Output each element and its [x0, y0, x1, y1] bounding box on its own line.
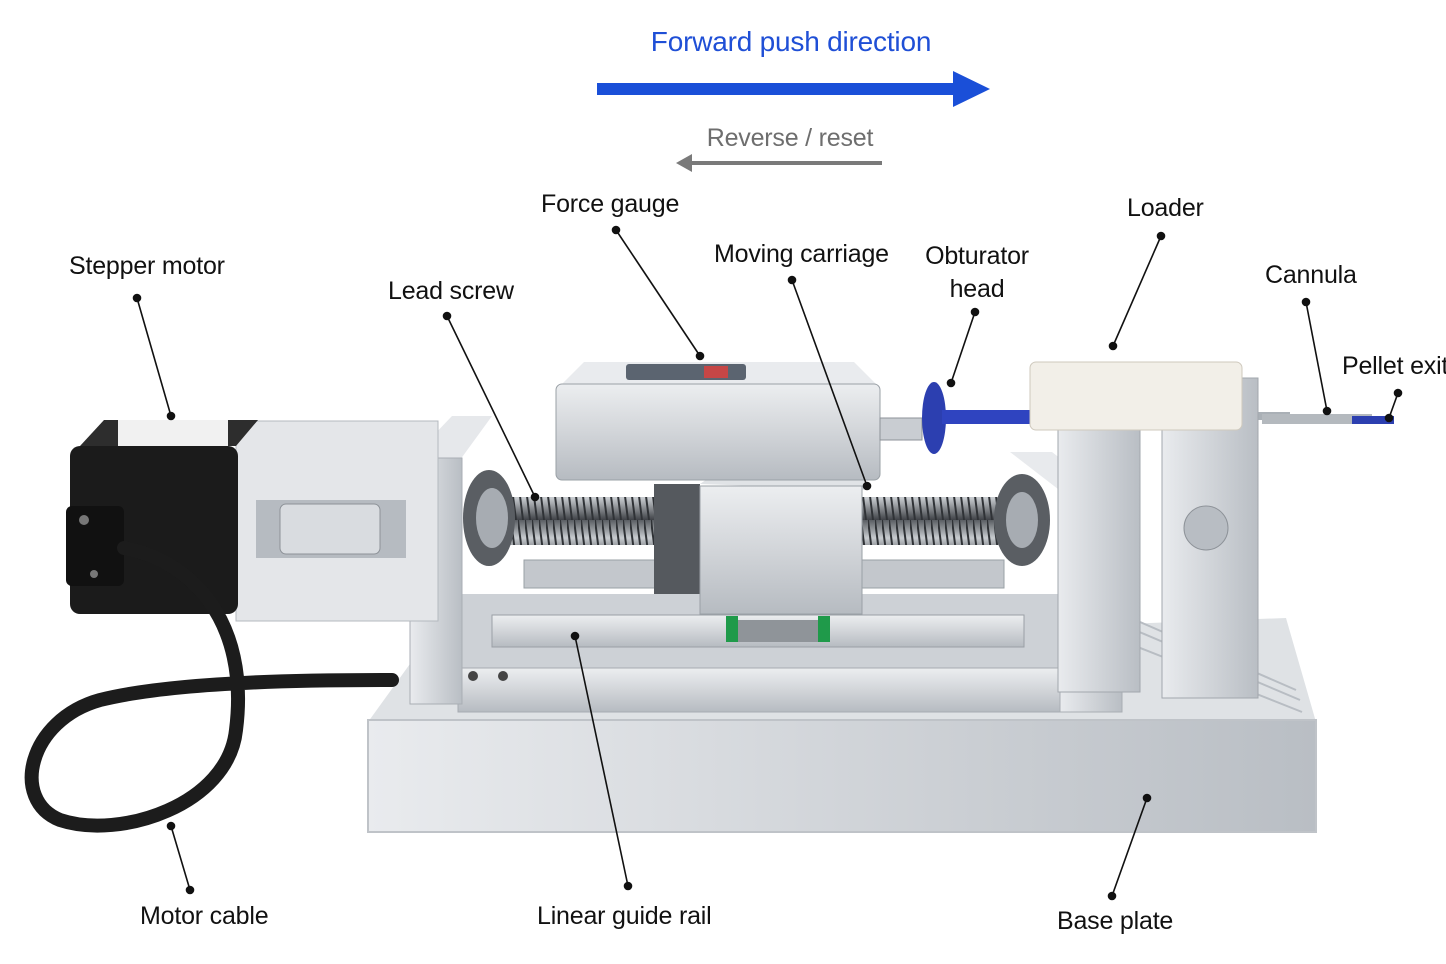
- leader-stepper-motor: [136, 297, 172, 417]
- label-force-gauge: Force gauge: [541, 190, 680, 218]
- leader-loader: [1112, 235, 1162, 347]
- leader-end-base-plate: [1107, 891, 1117, 901]
- leader-dot-cannula: [1301, 297, 1311, 307]
- leader-end-loader: [1108, 341, 1118, 351]
- leader-lead-screw: [446, 315, 536, 498]
- label-moving-carriage: Moving carriage: [714, 240, 889, 268]
- label-loader: Loader: [1127, 194, 1204, 222]
- loader-plates: [1057, 377, 1259, 699]
- coupling-housing: [235, 420, 439, 622]
- forward-direction-label: Forward push direction: [650, 26, 932, 57]
- leader-force-gauge: [615, 229, 701, 357]
- label-pellet-exit: Pellet exit: [1342, 352, 1446, 380]
- leader-pellet-exit: [1388, 392, 1399, 419]
- label-obturator-head-line1: Obturator: [925, 242, 1029, 270]
- loader: [1029, 361, 1243, 431]
- label-stepper-motor: Stepper motor: [69, 252, 225, 280]
- leader-end-moving-carriage: [862, 481, 872, 491]
- leader-dot-linear-guide-rail: [570, 631, 580, 641]
- leader-lines: [132, 225, 1403, 901]
- leader-end-pellet-exit: [1384, 413, 1394, 423]
- leader-end-motor-cable: [185, 885, 195, 895]
- leader-motor-cable: [170, 825, 191, 891]
- label-linear-guide-rail: Linear guide rail: [537, 902, 712, 930]
- leader-dot-loader: [1156, 231, 1166, 241]
- leader-dot-pellet-exit: [1393, 388, 1403, 398]
- cannula: [1262, 414, 1394, 424]
- leader-dot-moving-carriage: [787, 275, 797, 285]
- leader-end-lead-screw: [530, 492, 540, 502]
- label-cannula: Cannula: [1265, 261, 1357, 289]
- leader-dot-obturator-head: [970, 307, 980, 317]
- label-lead-screw: Lead screw: [388, 277, 514, 305]
- reverse-direction-label: Reverse / reset: [706, 124, 874, 152]
- leader-dot-lead-screw: [442, 311, 452, 321]
- leader-obturator-head: [950, 311, 976, 384]
- leader-dot-motor-cable: [166, 821, 176, 831]
- stepper-motor: [66, 420, 258, 614]
- leader-moving-carriage: [791, 279, 868, 487]
- leader-dot-base-plate: [1142, 793, 1152, 803]
- motor-cable: [24, 541, 399, 833]
- leader-end-force-gauge: [695, 351, 705, 361]
- leader-linear-guide-rail: [574, 635, 629, 887]
- label-obturator-head: Obturator head: [925, 240, 1029, 306]
- reverse-direction-arrow: [676, 154, 882, 172]
- forward-direction-arrow: [597, 71, 990, 107]
- leader-end-cannula: [1322, 406, 1332, 416]
- label-base-plate: Base plate: [1057, 907, 1174, 935]
- bearing-left: [463, 470, 515, 566]
- leader-end-obturator-head: [946, 378, 956, 388]
- leader-dot-force-gauge: [611, 225, 621, 235]
- moving-carriage: [654, 470, 864, 615]
- force-gauge: [555, 362, 923, 481]
- leader-end-linear-guide-rail: [623, 881, 633, 891]
- leader-cannula: [1305, 301, 1328, 412]
- label-obturator-head-line2: head: [949, 275, 1005, 303]
- label-motor-cable: Motor cable: [140, 902, 269, 930]
- leader-dot-stepper-motor: [132, 293, 142, 303]
- leader-base-plate: [1111, 797, 1148, 897]
- bearing-right: [994, 474, 1050, 566]
- leader-end-stepper-motor: [166, 411, 176, 421]
